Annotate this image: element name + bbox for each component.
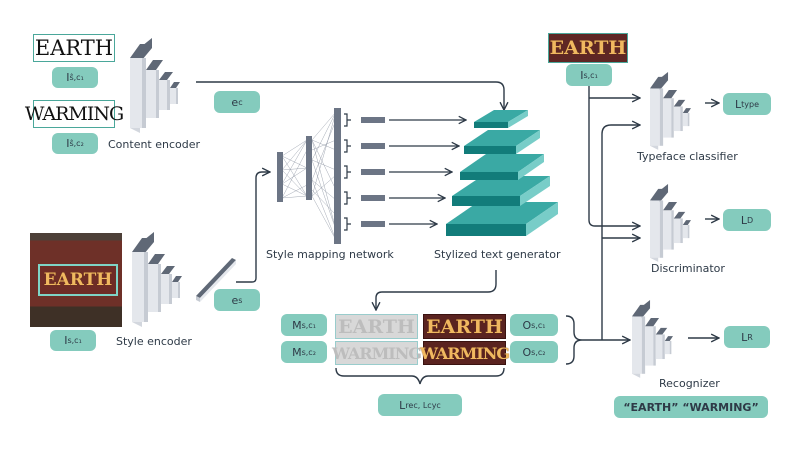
content-image-earth: EARTH	[33, 34, 115, 62]
label-main: I	[66, 71, 70, 84]
content-encoder-label: Content encoder	[108, 138, 201, 151]
typeface-classifier-icon	[650, 72, 691, 150]
discriminator-icon	[650, 184, 691, 262]
label-main: L	[741, 330, 748, 344]
label-sub: s,c₁	[531, 320, 546, 330]
label-main: O	[522, 345, 532, 359]
generated-line	[601, 125, 640, 340]
style-encoder-icon	[132, 232, 182, 327]
label-main: I	[580, 68, 584, 82]
label-main: L	[399, 398, 406, 412]
label-sub: ŝ,c₁	[69, 73, 84, 82]
stylized-text-generator-label: Stylized text generator	[434, 248, 561, 261]
label-main: O	[522, 318, 532, 332]
style-vector-icon	[196, 258, 236, 302]
generated-brace	[565, 315, 583, 365]
mapping-to-generator-arrows	[389, 120, 466, 224]
content-image-warming: WARMING	[25, 100, 124, 128]
label-main: e	[231, 95, 239, 109]
style-mapping-network-icon	[277, 108, 385, 244]
stylized-text-generator-icon	[446, 110, 558, 236]
real-image-line	[588, 86, 640, 226]
label-main: e	[231, 293, 239, 307]
label-sub: R	[747, 332, 753, 342]
label-sub: ŝ,c₂	[69, 139, 84, 148]
real-image-earth: EARTH	[548, 33, 628, 63]
discriminator-label: Discriminator	[651, 262, 725, 275]
style-to-mapping-arrow	[236, 172, 270, 283]
style-mapping-network-label: Style mapping network	[266, 248, 394, 261]
label-sub: s,c₂	[301, 347, 316, 357]
label-main: I	[66, 137, 70, 150]
label-sub: D	[746, 215, 754, 225]
label-main: I	[64, 334, 68, 347]
label-main: L	[740, 213, 747, 227]
outputs-brace	[335, 367, 505, 385]
style-image-word: EARTH	[38, 264, 118, 296]
recognizer-targets-pill: “EARTH” “WARMING”	[614, 396, 768, 418]
label-sub: s	[238, 295, 243, 305]
label-sub: s,c₁	[583, 70, 598, 80]
label-main: M	[292, 318, 302, 332]
mask-image-warming: WARMING	[332, 341, 422, 365]
mask-image-earth: EARTH	[335, 314, 418, 339]
generated-image-warming: WARMING	[420, 341, 510, 365]
style-encoder-label: Style encoder	[116, 335, 192, 348]
label-sub: s,c₁	[301, 320, 316, 330]
content-to-generator-arrow	[196, 81, 504, 110]
label-sub-2: cyc	[427, 400, 441, 410]
generator-to-outputs-arrow	[376, 270, 497, 310]
recognizer-label: Recognizer	[659, 377, 720, 390]
label-sub: c	[238, 97, 243, 107]
style-image-photo: EARTH	[30, 233, 122, 327]
label-sub: rec, L	[405, 400, 428, 410]
content-encoder-icon	[130, 38, 180, 133]
label-main: L	[734, 97, 742, 111]
typeface-classifier-label: Typeface classifier	[637, 150, 738, 163]
recognizer-icon	[632, 300, 673, 378]
label-main: M	[292, 345, 302, 359]
label-sub: type	[741, 99, 759, 109]
generated-image-earth: EARTH	[423, 314, 506, 339]
label-sub: s,c₂	[531, 347, 546, 357]
label-sub: s,c₁	[67, 336, 82, 345]
